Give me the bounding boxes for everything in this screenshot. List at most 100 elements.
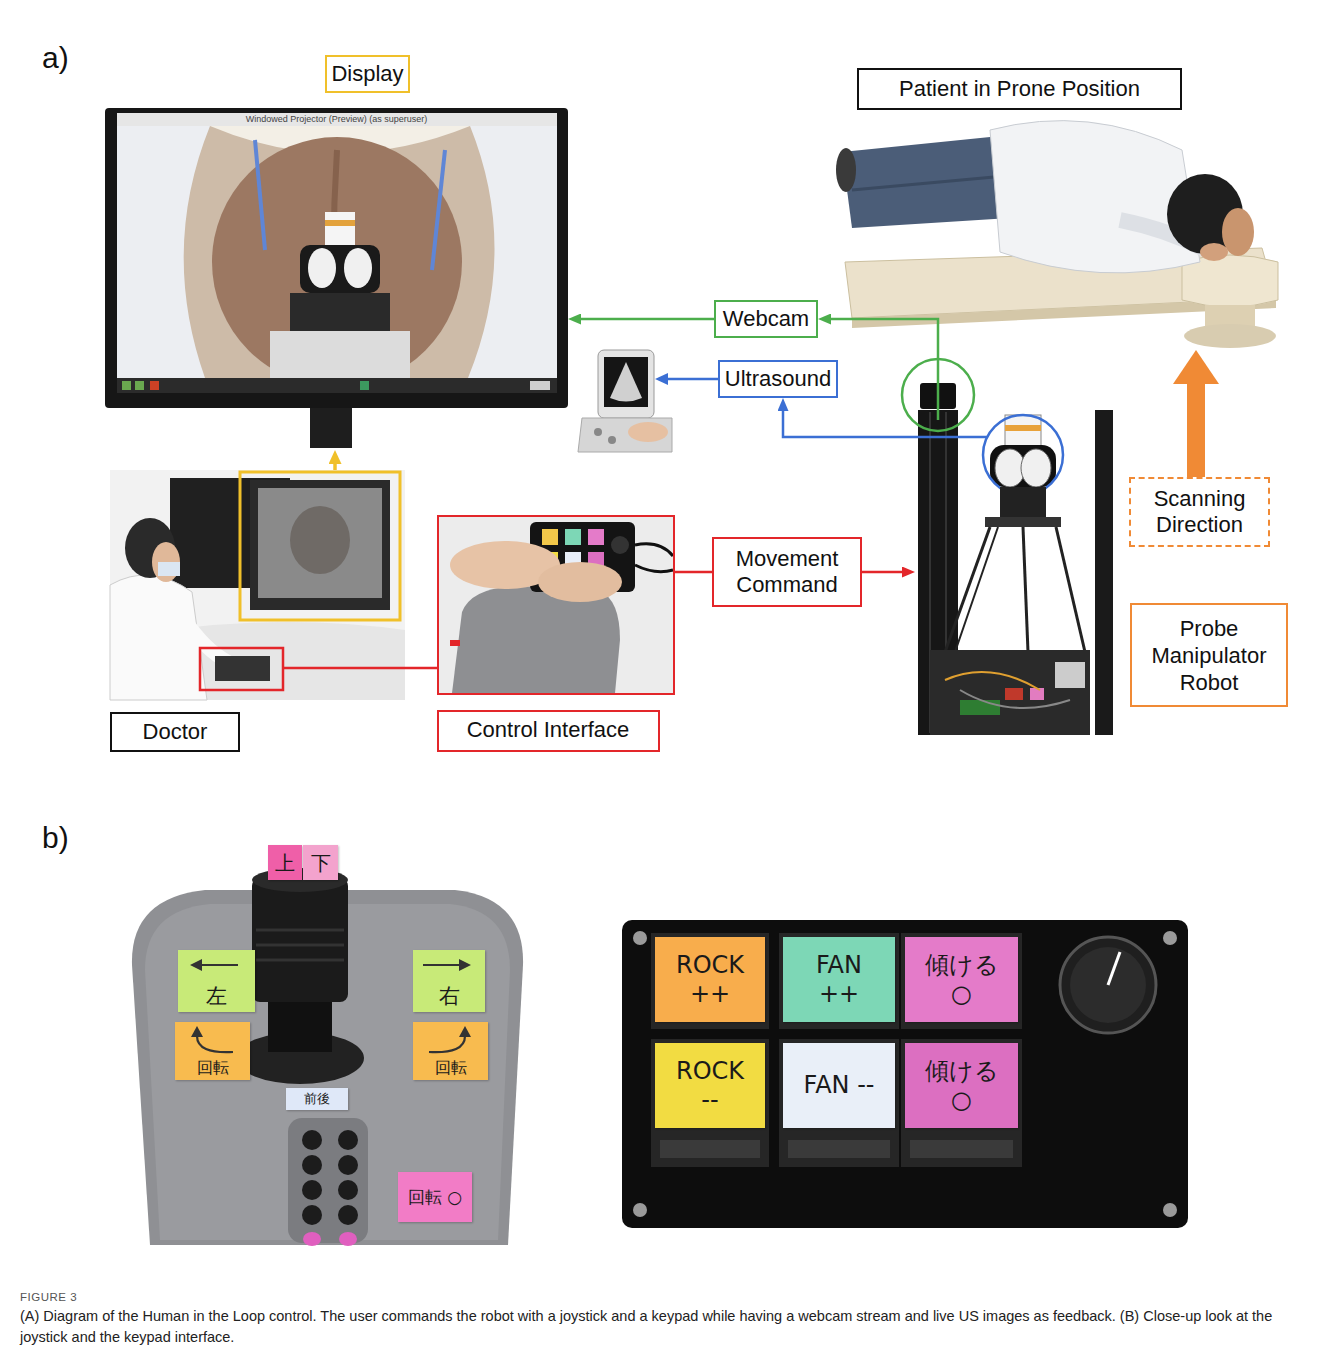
keypad-illustration: [1163, 1203, 1177, 1217]
caption: (A) Diagram of the Human in the Loop con…: [20, 1306, 1300, 1348]
arrow-symbol: [197, 1036, 233, 1052]
robot-illustration: [1005, 415, 1041, 447]
control-photo-illustration: [538, 562, 622, 602]
sticky-note: ROCK --: [655, 1043, 765, 1128]
ultrasound-machine: [628, 422, 668, 442]
monitor-illustration: [308, 248, 336, 288]
sticky-note: 回転 ○: [398, 1172, 472, 1222]
label-text: Scanning Direction: [1131, 486, 1268, 538]
note-text: ROCK ++: [673, 951, 747, 1009]
joystick-illustration: [302, 1130, 322, 1150]
sticky-note: 上: [268, 845, 302, 880]
patient-illustration: [842, 136, 1010, 228]
monitor-illustration: [344, 248, 372, 288]
sticky-note: 傾ける ○: [905, 1043, 1018, 1128]
control-photo-illustration: [450, 640, 460, 646]
monitor-illustration: [300, 245, 380, 293]
joystick-illustration: [338, 1205, 358, 1225]
patient-illustration: [1200, 243, 1228, 261]
control-photo-illustration: [565, 529, 581, 545]
sticky-note: 回転: [175, 1022, 250, 1080]
joystick-illustration: [302, 1205, 322, 1225]
monitor-illustration: [105, 108, 568, 408]
doctor-photo-illustration: [258, 488, 382, 598]
keypad-illustration: [633, 931, 647, 945]
robot-illustration: [945, 672, 1040, 690]
monitor-illustration: [468, 126, 557, 378]
monitor-illustration: [432, 150, 445, 270]
connector-arrow: [862, 571, 902, 574]
scanning-direction-label: Scanning Direction: [1129, 477, 1270, 547]
joystick-illustration: [268, 1000, 332, 1052]
joystick-illustration: [338, 1155, 358, 1175]
display-label: Display: [325, 55, 410, 93]
patient-illustration: [836, 121, 1278, 348]
monitor-illustration: [290, 293, 390, 331]
note-text: 回転: [197, 1058, 229, 1077]
monitor-illustration: [212, 137, 462, 387]
note-text: 前後: [304, 1091, 330, 1107]
panel-label: b): [42, 816, 69, 860]
joystick-illustration: [338, 1180, 358, 1200]
control-interface-label: Control Interface: [437, 710, 660, 752]
robot-illustration: [983, 415, 1063, 495]
doctor-photo-illustration: [215, 656, 270, 681]
keypad-illustration: [1108, 952, 1120, 985]
robot-illustration: [1030, 688, 1044, 700]
keypad-illustration: [622, 920, 1188, 1228]
note-text: 下: [311, 851, 331, 875]
patient-illustration: [852, 176, 1005, 190]
patient-label: Patient in Prone Position: [857, 68, 1182, 110]
robot-illustration: [915, 436, 987, 439]
doctor-photo-illustration: [290, 506, 350, 574]
connector-arrow: [333, 464, 337, 470]
label-text: Webcam: [723, 306, 809, 332]
control-photo-illustration: [588, 529, 604, 545]
joystick-illustration: [132, 868, 523, 1246]
connector-arrow: [581, 318, 714, 321]
joystick-illustration: [256, 959, 344, 962]
robot-illustration: [1000, 487, 1046, 517]
sticky-note: ROCK ++: [655, 937, 765, 1022]
ultrasound-machine: [578, 418, 672, 452]
ultrasound-label: Ultrasound: [718, 360, 838, 398]
control-photo-illustration: [635, 544, 673, 556]
patient-illustration: [836, 148, 856, 192]
sticky-note: 左: [178, 950, 255, 1012]
arrow-symbol: [459, 959, 471, 971]
arrow-symbol: [200, 964, 238, 966]
keypad-illustration: [660, 1140, 760, 1158]
sticky-note: FAN --: [783, 1043, 895, 1128]
doctor-photo-illustration: [152, 542, 180, 582]
joystick-illustration: [256, 944, 344, 947]
robot-illustration: [960, 700, 1000, 715]
label-text: Movement Command: [714, 546, 860, 598]
monitor-illustration: [270, 331, 410, 378]
doctor-photo-illustration: [250, 480, 390, 610]
monitor-illustration: [135, 381, 144, 390]
monitor-illustration: [530, 381, 550, 390]
robot-illustration: [955, 527, 998, 652]
robot-illustration: [1005, 425, 1041, 431]
robot-illustration: [1056, 527, 1085, 652]
robot-illustration: [902, 359, 1113, 735]
robot-illustration: [990, 445, 1056, 487]
note-text: 上: [275, 851, 295, 875]
ultrasound-machine: [608, 436, 616, 444]
monitor-illustration: [117, 113, 557, 393]
doctor-photo: Doctor: [110, 470, 405, 700]
ultrasound-machine: [610, 362, 642, 402]
monitor-illustration: [150, 381, 159, 390]
note-text: FAN --: [804, 1071, 875, 1100]
note-text: 回転 ○: [408, 1187, 462, 1207]
joystick-illustration: [288, 1118, 368, 1243]
keypad-illustration: [651, 1039, 769, 1167]
monitor-illustration: [117, 126, 210, 378]
note-text: 回転: [435, 1058, 467, 1077]
connector-arrow: [675, 571, 712, 574]
control-photo-illustration: [611, 536, 629, 554]
sticky-note: FAN ++: [783, 937, 895, 1022]
sticky-note: 右: [413, 950, 485, 1012]
